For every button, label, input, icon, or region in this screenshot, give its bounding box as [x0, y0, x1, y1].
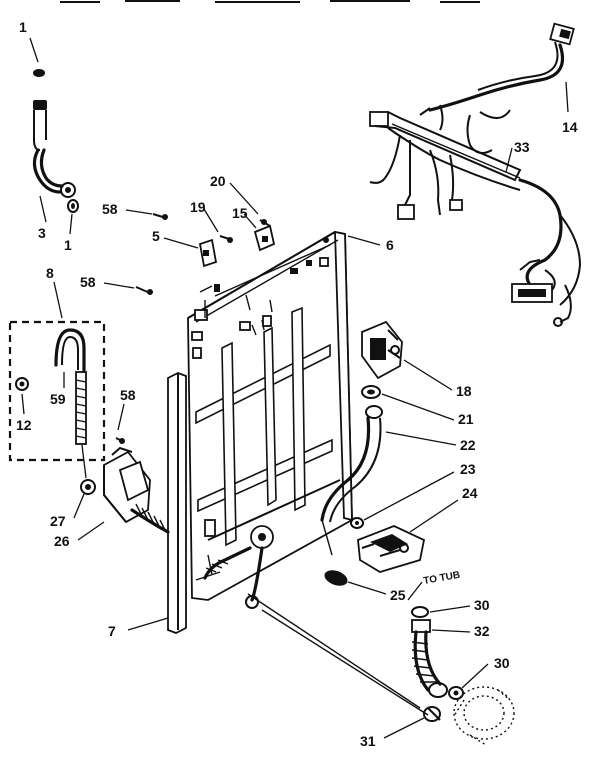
- callout-label: 3: [38, 225, 46, 241]
- part-33-wire-harness: [369, 22, 582, 327]
- callout-label: 7: [108, 623, 116, 639]
- part-1-hose-washer: [67, 199, 79, 213]
- callout-label: 58: [120, 387, 136, 403]
- part-30-hose-clamp-lower: [448, 686, 464, 700]
- part-22-fill-hose: [320, 405, 383, 523]
- callout-label: 32: [474, 623, 490, 639]
- part-58-screw-middle: [135, 286, 153, 295]
- part-20-screw: [259, 219, 271, 227]
- callout-label: 1: [64, 237, 72, 253]
- callout-label: 19: [190, 199, 206, 215]
- callout-label: 12: [16, 417, 32, 433]
- callout-label: 1: [19, 19, 27, 35]
- part-8-dashed-kit-box: [8, 320, 106, 462]
- part-26-valve-assembly: [103, 446, 170, 534]
- callout-label: 30: [474, 597, 490, 613]
- callout-label: 58: [102, 201, 118, 217]
- to-tub-annotation: TO TUB: [423, 570, 461, 587]
- callout-label: 31: [360, 733, 376, 749]
- part-31-clamp: [423, 706, 441, 722]
- tub-outlet-dotted: [453, 686, 515, 746]
- part-18-water-valve: [361, 320, 403, 380]
- part-58-screw-lower: [115, 437, 125, 444]
- part-15-clamp: [253, 224, 276, 252]
- callout-label: 33: [514, 139, 530, 155]
- part-58-screw-top: [152, 213, 168, 220]
- part-25-grommet: [324, 570, 348, 586]
- panel-round-fitting: [203, 525, 274, 609]
- part-32-tub-hose: [411, 606, 448, 698]
- part-19-screw: [219, 235, 233, 243]
- drain-route-lines: [247, 519, 429, 716]
- part-23-clamp: [350, 517, 364, 529]
- callout-label: 15: [232, 205, 248, 221]
- callout-label: 26: [54, 533, 70, 549]
- callout-label: 18: [456, 383, 472, 399]
- callout-label: 14: [562, 119, 578, 135]
- callout-label: 8: [46, 265, 54, 281]
- callout-label: 24: [462, 485, 478, 501]
- callout-label: 6: [386, 237, 394, 253]
- part-24-drain-pump: [357, 525, 426, 573]
- callout-label: 59: [50, 391, 66, 407]
- kit-connector-line: [81, 444, 87, 479]
- top-cropped-header-remnant: [60, 0, 480, 3]
- callout-label: 58: [80, 274, 96, 290]
- callout-label: 21: [458, 411, 474, 427]
- part-3-inlet-hose: [32, 100, 76, 198]
- callout-labels: 1 14 33 3 1 58 20 19 15 5 6 8 58 59 12 5…: [16, 19, 578, 749]
- callout-label: 22: [460, 437, 476, 453]
- part-21-clamp-ring: [361, 385, 381, 399]
- callout-label: 5: [152, 228, 160, 244]
- callout-label: 27: [50, 513, 66, 529]
- callout-label: 20: [210, 173, 226, 189]
- callout-label: 30: [494, 655, 510, 671]
- part-5-bracket: [198, 238, 218, 268]
- part-27-clip: [80, 479, 96, 495]
- callout-label: 25: [390, 587, 406, 603]
- part-1-washer: [33, 69, 45, 77]
- leader-lines: [21, 37, 569, 739]
- part-7-corner-channel: [167, 372, 187, 634]
- callout-label: 23: [460, 461, 476, 477]
